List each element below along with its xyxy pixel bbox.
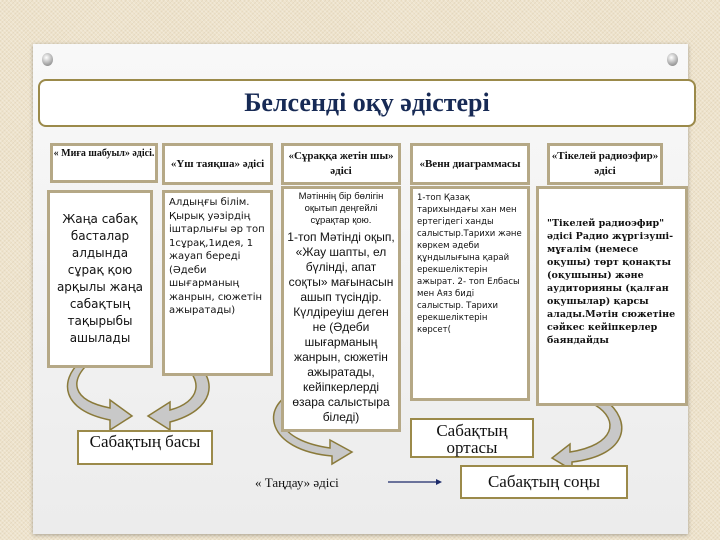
- body-radio: "Тікелей радиоэфир" әдісі Радио жүргізуш…: [536, 186, 688, 406]
- body-brainstorm: Жаңа сабақ басталар алдында сұрақ қою ар…: [47, 190, 153, 368]
- curved-arrow-icon: [550, 399, 623, 472]
- stage-end: Сабақтың соңы: [460, 465, 628, 499]
- arrow-head-icon: [436, 479, 442, 485]
- header-text: «Венн диаграммасы: [419, 157, 521, 170]
- header-text: «Сұраққа жетін шы» әдісі: [288, 150, 394, 177]
- pin-icon: [42, 53, 53, 66]
- body-three-sticks: Алдыңғы білім. Қырық уәзірдің іштарлығы …: [162, 190, 273, 376]
- slide-title: Белсенді оқу әдістері: [244, 88, 490, 117]
- header-venn: «Венн диаграммасы: [410, 143, 530, 185]
- slide-title-box: Белсенді оқу әдістері: [38, 79, 696, 127]
- body-question-method: Мәтіннің бір бөлігін оқытып деңгейлі сұр…: [281, 186, 401, 432]
- choice-method-label: « Таңдау» әдісі: [255, 475, 339, 490]
- body-text: "Тікелей радиоэфир" әдісі Радио жүргізуш…: [547, 218, 676, 346]
- header-question-method: «Сұраққа жетін шы» әдісі: [281, 143, 401, 185]
- header-text: «Үш таяқша» әдісі: [170, 157, 265, 170]
- body-text: Алдыңғы білім. Қырық уәзірдің іштарлығы …: [169, 197, 265, 316]
- header-brainstorm: « Миға шабуыл» әдісі.: [50, 143, 158, 183]
- header-overlay-text: Мәтіннің бір бөлігін оқытып деңгейлі сұр…: [298, 191, 384, 226]
- header-three-sticks: «Үш таяқша» әдісі: [162, 143, 273, 185]
- header-text: «Тікелей радиоэфир» әдісі: [551, 150, 659, 177]
- body-text: Жаңа сабақ басталар алдында сұрақ қою ар…: [56, 212, 144, 345]
- pin-icon: [667, 53, 678, 66]
- body-text: 1-топ Мәтінді оқып, «Жау шапты, ел бүлін…: [287, 230, 395, 424]
- stage-middle: Сабақтың ортасы: [410, 418, 534, 458]
- header-radio: «Тікелей радиоэфир» әдісі: [547, 143, 663, 185]
- body-text: 1-топ Қазақ тарихындағы хан мен ертегіде…: [417, 193, 522, 335]
- curved-arrow-icon: [66, 361, 134, 432]
- body-venn: 1-топ Қазақ тарихындағы хан мен ертегіде…: [410, 186, 530, 401]
- stage-start: Сабақтың басы: [77, 430, 213, 465]
- header-text: « Миға шабуыл» әдісі.: [53, 148, 155, 159]
